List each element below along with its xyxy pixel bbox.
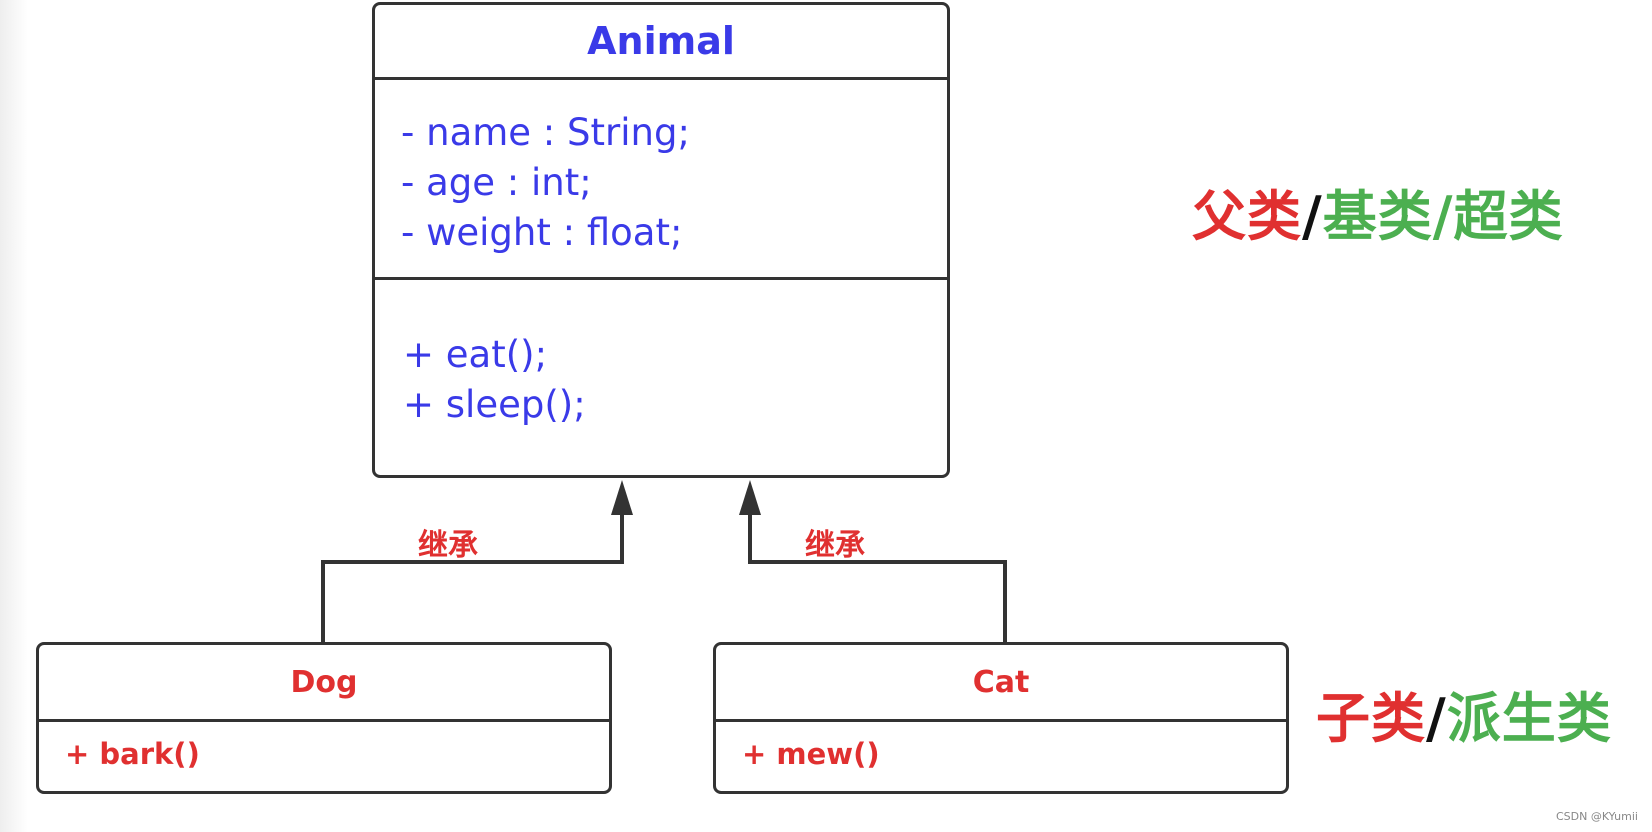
class-dog-name: Dog <box>290 664 358 700</box>
class-dog-operations: + bark() <box>39 719 609 791</box>
class-animal-name: Animal <box>587 19 735 63</box>
parent-class-label: 父类/基类/超类 <box>1192 172 1563 251</box>
class-cat-name: Cat <box>972 664 1030 700</box>
edge-label-cat-inherit: 继承 <box>805 528 865 563</box>
operation-sleep: + sleep(); <box>403 383 586 426</box>
parent-label-part3: 超类 <box>1453 185 1564 248</box>
class-cat: Cat + mew() <box>713 642 1289 794</box>
edge-cat-to-animal <box>748 515 1007 642</box>
child-label-part2: 派生类 <box>1446 687 1612 750</box>
edge-label-dog-inherit: 继承 <box>418 528 478 563</box>
operation-mew: + mew() <box>742 737 880 771</box>
attribute-weight: - weight : float; <box>401 211 683 254</box>
parent-label-sep2: / <box>1432 185 1454 248</box>
child-class-label: 子类/派生类 <box>1316 674 1612 753</box>
edge-cat-arrowhead <box>739 480 761 515</box>
class-animal-attributes: - name : String; - age : int; - weight :… <box>375 77 947 277</box>
watermark: CSDN @KYumii <box>1556 810 1638 823</box>
class-animal: Animal - name : String; - age : int; - w… <box>372 2 950 478</box>
left-edge-shadow <box>0 0 28 832</box>
edge-dog-to-animal <box>321 515 624 642</box>
operation-eat: + eat(); <box>403 333 548 376</box>
class-dog: Dog + bark() <box>36 642 612 794</box>
parent-label-part2: 基类 <box>1322 185 1433 248</box>
attribute-age: - age : int; <box>401 161 592 204</box>
class-cat-operations: + mew() <box>716 719 1286 791</box>
class-animal-operations: + eat(); + sleep(); <box>375 277 947 475</box>
parent-label-part1: 父类 <box>1192 185 1302 248</box>
child-label-sep1: / <box>1426 687 1447 750</box>
parent-label-sep1: / <box>1302 185 1323 248</box>
attribute-name: - name : String; <box>401 111 690 154</box>
child-label-part1: 子类 <box>1316 687 1426 750</box>
edge-dog-arrowhead <box>611 480 633 515</box>
operation-bark: + bark() <box>65 737 200 771</box>
